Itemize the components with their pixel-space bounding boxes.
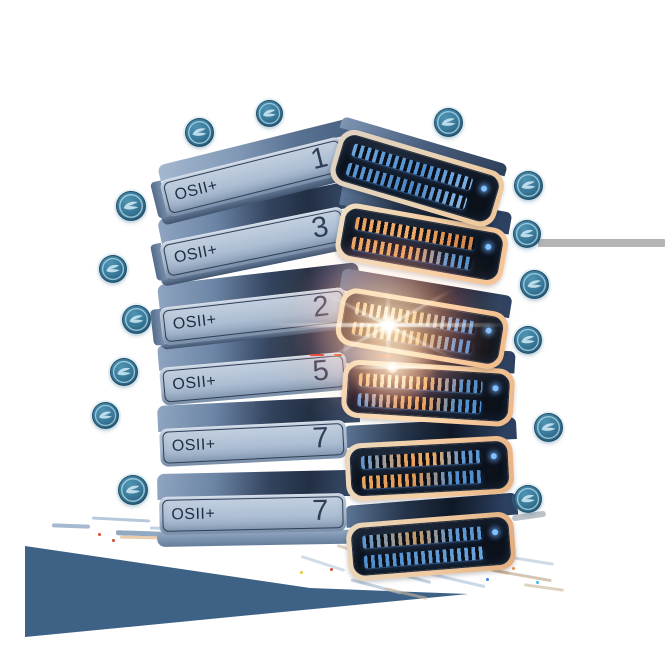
- reflection-speck: [300, 571, 303, 574]
- gray-band-artifact: [538, 239, 665, 247]
- send-swoosh-icon: [258, 102, 280, 124]
- integration-badge: [519, 269, 549, 299]
- integration-badge: [255, 99, 283, 127]
- send-swoosh-icon: [436, 110, 460, 134]
- vent-row: [361, 526, 483, 549]
- send-swoosh-icon: [187, 120, 211, 144]
- integration-badge: [116, 191, 146, 221]
- send-swoosh-icon: [101, 257, 125, 281]
- power-led: [491, 529, 499, 536]
- reflection-strip: [492, 568, 552, 583]
- reflection-speck: [536, 581, 539, 584]
- integration-badge: [514, 326, 542, 354]
- server-model-label: OSII+: [171, 505, 216, 524]
- reflection-strip: [51, 523, 91, 529]
- send-swoosh-icon: [516, 487, 540, 511]
- power-led: [480, 184, 488, 193]
- integration-badge: [184, 117, 214, 147]
- secondary-flare-core: [386, 361, 399, 374]
- send-swoosh-icon: [536, 415, 560, 439]
- reflection-strip: [523, 583, 565, 592]
- reflection-speck: [330, 568, 333, 571]
- send-swoosh-icon: [94, 404, 116, 426]
- server-label-plate: OSII+ 7: [159, 493, 347, 535]
- send-swoosh-icon: [516, 328, 540, 352]
- integration-badge: [110, 358, 138, 386]
- send-swoosh-icon: [522, 272, 546, 296]
- integration-badge: [91, 401, 119, 429]
- integration-badge: [533, 412, 563, 442]
- integration-badge: [118, 475, 148, 505]
- reflection-strip: [300, 554, 346, 573]
- reflection-speck: [486, 578, 489, 581]
- integration-badge: [513, 170, 543, 200]
- send-swoosh-icon: [124, 307, 148, 331]
- send-swoosh-icon: [112, 360, 136, 384]
- send-swoosh-icon: [515, 222, 539, 246]
- vent-row: [361, 469, 483, 490]
- reflection-strip: [91, 516, 151, 523]
- send-swoosh-icon: [119, 194, 143, 218]
- vent-row: [363, 546, 485, 569]
- server-model-label: OSII+: [171, 435, 217, 456]
- reflection-speck: [512, 567, 515, 570]
- integration-badge: [99, 255, 127, 283]
- send-swoosh-icon: [121, 478, 145, 502]
- integration-badge: [121, 304, 151, 334]
- vent-panel: [350, 516, 512, 577]
- send-swoosh-icon: [516, 173, 540, 197]
- server-model-label: OSII+: [171, 372, 217, 394]
- reflection-speck: [98, 533, 101, 536]
- integration-badge: [513, 220, 541, 248]
- integration-badge: [514, 485, 542, 513]
- server-number: 7: [311, 494, 329, 527]
- reflection-speck: [112, 539, 115, 542]
- integration-badge: [433, 107, 463, 137]
